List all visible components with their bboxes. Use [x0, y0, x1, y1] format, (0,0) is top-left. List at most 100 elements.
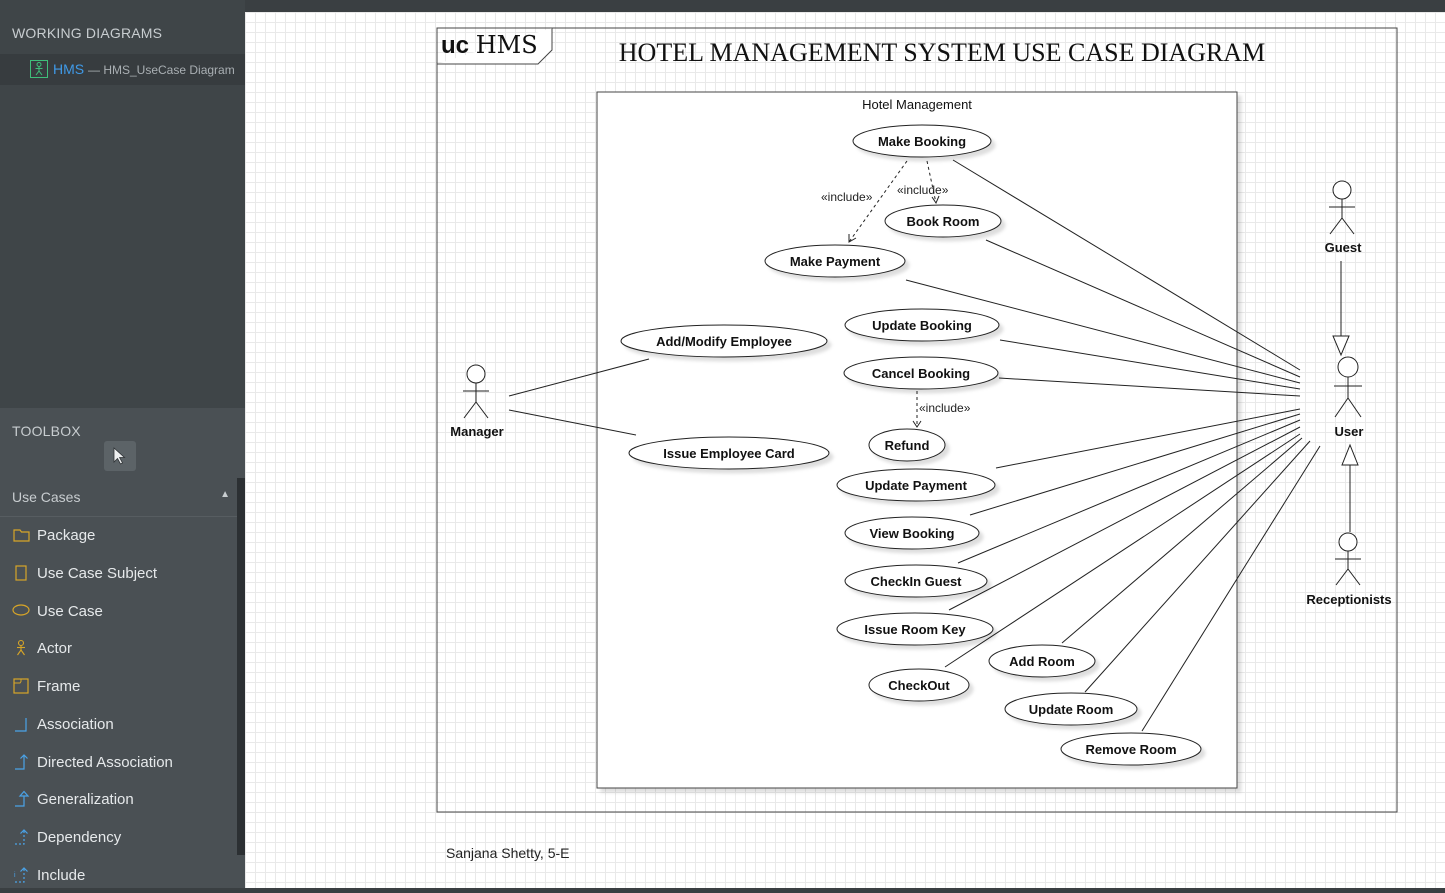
diagram-title: HOTEL MANAGEMENT SYSTEM USE CASE DIAGRAM — [619, 38, 1265, 67]
use-cases-group-header[interactable]: Use Cases ▲ — [0, 478, 240, 517]
actors — [463, 180, 1362, 586]
system-boundary-label: Hotel Management — [862, 97, 972, 112]
use-case-issue-room-key[interactable] — [836, 612, 994, 646]
tool-use-case[interactable]: Use Case — [0, 593, 236, 629]
package-icon — [12, 526, 32, 544]
collapse-caret-icon[interactable]: ▲ — [220, 489, 230, 500]
footer-note: Sanjana Shetty, 5-E — [446, 845, 569, 861]
use-case-label: Update Booking — [872, 318, 972, 333]
use-case-label: CheckOut — [888, 678, 950, 693]
actor-manager[interactable] — [463, 364, 489, 419]
use-case-label: Refund — [885, 438, 930, 453]
include-dependencies — [848, 160, 940, 428]
assoc-add-room-user[interactable] — [1061, 437, 1303, 644]
diagram-frame[interactable] — [436, 27, 1398, 813]
working-diagram-name: HMS — [53, 61, 85, 77]
use-case-cancel-booking[interactable] — [843, 356, 999, 390]
use-case-diagram: uc HMS HOTEL MANAGEMENT SYSTEM USE CASE … — [436, 27, 1398, 861]
actor-labels: Manager Guest User Receptionists — [450, 240, 1391, 607]
assoc-checkout-user[interactable] — [944, 433, 1301, 668]
use-case-refund[interactable] — [868, 428, 946, 462]
tool-association[interactable]: Association — [0, 706, 236, 742]
tool-dependency[interactable]: Dependency — [0, 819, 236, 855]
generalization-arrowhead — [1332, 335, 1350, 357]
assoc-view-booking-user[interactable] — [969, 413, 1301, 516]
toolbox-scrollbar[interactable] — [237, 478, 245, 855]
frame-label: uc HMS — [441, 31, 538, 59]
working-diagram-item-hms[interactable]: HMS — HMS_UseCase Diagram — [0, 54, 245, 85]
use-case-label: Remove Room — [1085, 742, 1176, 757]
assoc-update-booking-user[interactable] — [999, 339, 1301, 390]
use-case-add-modify-employee[interactable] — [620, 324, 828, 358]
use-case-checkout[interactable] — [868, 668, 970, 702]
pointer-tool-button[interactable] — [104, 441, 136, 471]
frame-tab — [437, 28, 553, 65]
tool-use-case-subject[interactable]: Use Case Subject — [0, 555, 236, 591]
working-diagrams-title: WORKING DIAGRAMS — [12, 25, 163, 41]
use-case-label: Make Payment — [790, 254, 881, 269]
tool-frame[interactable]: Frame — [0, 668, 236, 704]
association-lines — [508, 159, 1321, 732]
generalization-icon — [12, 790, 32, 808]
use-case-update-room[interactable] — [1004, 692, 1138, 726]
use-case-make-booking[interactable] — [852, 124, 992, 158]
actor-user[interactable] — [1334, 356, 1362, 418]
cursor-arrow-icon — [113, 447, 126, 465]
assoc-update-payment-user[interactable] — [995, 408, 1301, 469]
use-case-label: Cancel Booking — [872, 366, 970, 381]
use-case-issue-employee-card[interactable] — [628, 436, 830, 470]
use-case-update-booking[interactable] — [844, 308, 1000, 342]
use-case-label: Add/Modify Employee — [656, 334, 792, 349]
use-case-label: Issue Employee Card — [663, 446, 795, 461]
toolbox-panel: TOOLBOX Use Cases ▲ Package Use Case Sub… — [0, 408, 245, 888]
assoc-cancel-booking-user[interactable] — [998, 377, 1301, 397]
include-make-booking-book-room[interactable] — [926, 160, 937, 204]
tool-directed-association[interactable]: Directed Association — [0, 744, 236, 780]
use-case-add-room[interactable] — [988, 644, 1096, 678]
assoc-manager-issue-card[interactable] — [508, 409, 637, 436]
use-case-make-payment[interactable] — [764, 244, 906, 278]
tool-generalization[interactable]: Generalization — [0, 781, 236, 817]
use-case-label: Update Room — [1029, 702, 1114, 717]
assoc-make-booking-user[interactable] — [952, 159, 1301, 371]
assoc-issue-key-user[interactable] — [948, 426, 1301, 611]
use-case-label: Add Room — [1009, 654, 1075, 669]
include-label: «include» — [821, 190, 873, 204]
assoc-make-payment-user[interactable] — [905, 279, 1301, 384]
assoc-remove-room-user[interactable] — [1141, 445, 1321, 732]
use-case-book-room[interactable] — [884, 204, 1002, 238]
include-make-booking-make-payment[interactable] — [848, 160, 908, 243]
tool-include[interactable]: i Include — [12, 866, 86, 884]
subject-icon — [12, 564, 32, 582]
use-case-update-payment[interactable] — [836, 468, 996, 502]
include-icon: i — [12, 866, 32, 884]
generalizations — [1332, 261, 1359, 532]
ellipse-icon — [12, 602, 32, 620]
include-label: «include» — [919, 401, 971, 415]
include-labels: «include» «include» «include» — [821, 183, 971, 415]
use-case-label: Book Room — [907, 214, 980, 229]
assoc-manager-add-employee[interactable] — [508, 358, 650, 397]
actor-receptionists[interactable] — [1335, 532, 1361, 586]
actor-label-receptionists: Receptionists — [1306, 592, 1391, 607]
working-diagram-subtitle: — HMS_UseCase Diagram — [88, 63, 235, 77]
use-case-checkin-guest[interactable] — [844, 564, 988, 598]
actor-label-user: User — [1335, 424, 1364, 439]
tool-actor[interactable]: Actor — [0, 630, 236, 666]
diagram-canvas[interactable]: uc HMS HOTEL MANAGEMENT SYSTEM USE CASE … — [245, 12, 1445, 888]
use-case-shapes — [620, 124, 1202, 766]
use-case-labels: Make Booking Book Room Make Payment Add/… — [656, 134, 1176, 757]
use-case-view-booking[interactable] — [844, 516, 980, 550]
tool-package[interactable]: Package — [0, 517, 236, 553]
actor-label-manager: Manager — [450, 424, 503, 439]
actor-icon — [12, 639, 32, 657]
actor-label-guest: Guest — [1325, 240, 1363, 255]
assoc-update-room-user[interactable] — [1084, 440, 1311, 693]
svg-text:i: i — [14, 872, 16, 879]
assoc-book-room-user[interactable] — [985, 239, 1301, 378]
use-case-remove-room[interactable] — [1060, 732, 1202, 766]
include-label: «include» — [897, 183, 949, 197]
assoc-checkin-user[interactable] — [957, 419, 1301, 564]
frame-icon — [12, 677, 32, 695]
actor-guest[interactable] — [1329, 180, 1355, 235]
